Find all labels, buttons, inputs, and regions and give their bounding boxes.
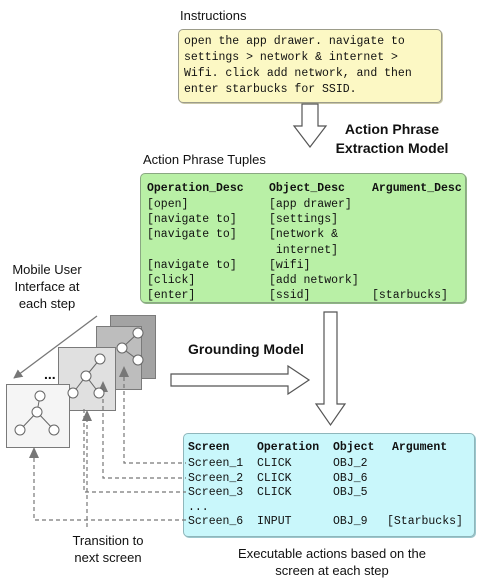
middle-card-node [94,353,106,365]
extraction-model-line2: Extraction Model [335,140,449,156]
mobile-ui-line2: Interface at [14,279,80,294]
middle-card-node [93,387,105,399]
mobile-ui-line3: each step [18,296,76,311]
screen-1-arrow-head [119,366,129,377]
grounding-model-label: Grounding Model [188,341,304,357]
screens-ellipsis: ... [44,366,56,382]
tuples-title: Action Phrase Tuples [143,152,266,167]
executable-actions-box [183,433,475,537]
front-card-node [34,390,46,402]
connector-screen-1 [123,377,186,464]
action-cell: OBJ_5 [333,486,368,499]
actions-header-object: Object [333,441,375,454]
action-cell: INPUT [257,515,292,528]
action-cell: Screen_3 [188,486,244,499]
action-cell: OBJ_2 [333,457,368,470]
extraction-model-line1: Action Phrase [344,121,440,137]
front-card-node [14,424,26,436]
action-cell: [Starbucks] [387,515,463,528]
front-card-node [31,406,43,418]
tuples-header-operation: Operation_Desc [147,182,244,195]
tuple-cell: [open] [147,198,189,211]
transition-arrow-head [82,410,92,421]
action-cell: Screen_6 [188,515,244,528]
transition-line2: next screen [74,550,142,565]
action-cell: ... [188,500,209,514]
executable-label: Executable actions based on the screen a… [200,545,464,579]
middle-card-node [67,387,79,399]
tuple-cell: [starbucks] [372,289,448,303]
mobile-ui-pointer-arrow [13,315,98,379]
tuples-header-argument: Argument_Desc [372,182,462,195]
mobile-ui-line1: Mobile User [12,262,82,277]
front-card-node [48,424,60,436]
tuple-cell: [add network] [269,274,359,287]
extraction-arrow [292,103,328,148]
tuple-cell: [enter] [147,289,196,303]
tuple-cell: [app drawer] [269,198,352,211]
instructions-title: Instructions [180,8,247,23]
instructions-box [178,29,442,103]
executable-line1: Executable actions based on the [238,546,426,561]
actions-header-argument: Argument [392,441,448,454]
connector-screen-6 [33,447,186,521]
middle-card-node [80,370,92,382]
back-card-node [132,327,144,339]
tuple-cell: [navigate to] [147,258,237,272]
action-cell: OBJ_9 [333,515,368,528]
action-cell: Screen_1 [188,457,244,470]
tuple-cell: [click] [147,274,196,287]
tuple-cell: [ssid] [269,289,311,303]
back-card-node [132,354,144,366]
action-cell: CLICK [257,486,292,499]
back-card-node [116,342,128,354]
tuple-cell: [settings] [269,213,339,227]
transition-label: Transition to next screen [50,532,166,566]
tuple-cell: [navigate to] [147,213,237,227]
extraction-model-label: Action Phrase Extraction Model [318,120,466,158]
tuple-cell: [navigate to] [147,228,237,242]
tuple-cell: internet] [269,243,339,257]
action-cell: CLICK [257,471,292,485]
connector-screen-3 [83,409,186,493]
connector-screen-2 [102,392,186,479]
transition-line1: Transition to [72,533,144,548]
executable-line2: screen at each step [275,563,389,578]
action-cell: CLICK [257,457,292,470]
tuples-to-actions-arrow [314,311,347,427]
action-cell: Screen_2 [188,471,244,485]
action-cell: OBJ_6 [333,471,368,485]
tuple-cell: [wifi] [269,258,311,272]
grounding-arrow [170,364,311,396]
action-phrase-tuples-box [140,173,466,303]
tuple-cell: [network & [269,228,339,242]
instructions-text: open the app drawer. navigate to setting… [184,35,412,96]
actions-header-screen: Screen [188,441,230,454]
tuples-header-object: Object_Desc [269,182,345,195]
screen-6-arrow-head [29,447,39,458]
mobile-ui-label: Mobile User Interface at each step [2,261,92,312]
actions-header-operation: Operation [257,441,320,454]
